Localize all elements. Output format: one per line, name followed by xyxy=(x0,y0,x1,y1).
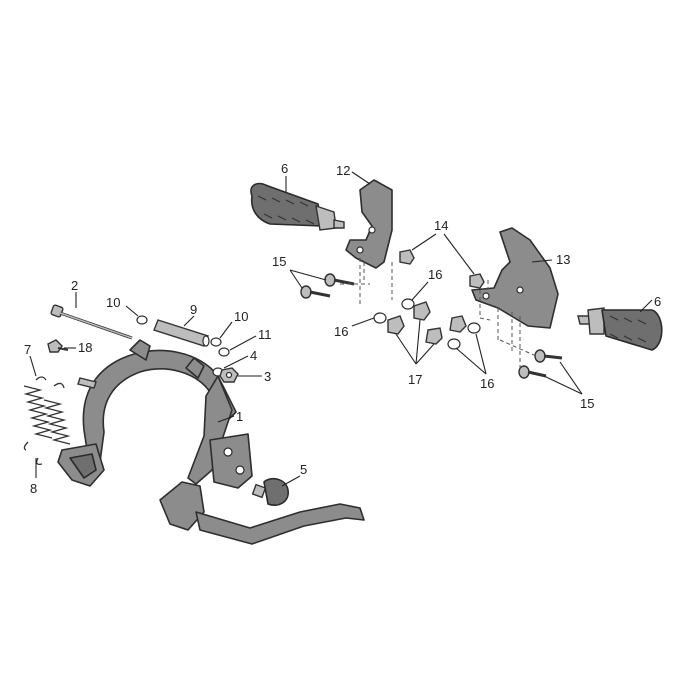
callout-14: 14 xyxy=(434,218,448,233)
pivot-bolt xyxy=(50,304,133,340)
callout-11: 11 xyxy=(258,327,272,342)
bushing-14-right xyxy=(469,273,485,289)
bracket-right xyxy=(471,227,559,329)
callout-3: 3 xyxy=(264,369,271,384)
callout-16-right: 16 xyxy=(480,376,494,391)
footpeg-left xyxy=(250,182,345,231)
bushing-17-a xyxy=(413,301,431,321)
callout-16-top: 16 xyxy=(428,267,442,282)
bushing-17-b xyxy=(387,315,405,335)
washer-left xyxy=(136,315,148,325)
callout-8: 8 xyxy=(30,481,37,496)
callouts: 1 2 3 4 5 6 6 7 8 9 10 10 11 12 13 14 15… xyxy=(24,161,661,496)
callout-6-left: 6 xyxy=(281,161,288,176)
callout-7: 7 xyxy=(24,342,31,357)
callout-17: 17 xyxy=(408,372,422,387)
callout-10-left: 10 xyxy=(106,295,120,310)
callout-10-right: 10 xyxy=(234,309,248,324)
screw-15-lower-right xyxy=(518,365,547,379)
callout-12: 12 xyxy=(336,163,350,178)
callout-13: 13 xyxy=(556,252,570,267)
callout-2: 2 xyxy=(71,278,78,293)
screw-15-upper-right xyxy=(534,349,563,363)
callout-5: 5 xyxy=(300,462,307,477)
spring-7 xyxy=(23,376,53,451)
rubber-stop xyxy=(251,477,289,506)
callout-15-left: 15 xyxy=(272,254,286,269)
spring-8 xyxy=(36,382,71,466)
washer-right xyxy=(210,337,222,347)
washer-16-b xyxy=(373,312,387,324)
washer-16-c xyxy=(467,322,481,334)
bushing-17-d xyxy=(449,315,467,333)
alignment-lines xyxy=(340,258,537,372)
nut xyxy=(219,367,239,383)
callout-6-right: 6 xyxy=(654,294,661,309)
screw-18 xyxy=(47,339,69,353)
bushing-14-left xyxy=(399,249,415,265)
callout-16-left: 16 xyxy=(334,324,348,339)
sleeve xyxy=(153,319,210,347)
washer-11 xyxy=(218,347,230,357)
footpeg-right xyxy=(577,307,663,351)
callout-18: 18 xyxy=(78,340,92,355)
bracket-left xyxy=(345,179,393,269)
callout-15-right: 15 xyxy=(580,396,594,411)
washer-16-a xyxy=(401,298,415,310)
washer-16-d xyxy=(447,338,461,350)
leader-lines xyxy=(29,171,653,487)
callout-1: 1 xyxy=(236,409,243,424)
bushing-17-c xyxy=(425,327,443,345)
center-stand xyxy=(57,339,365,545)
callout-9: 9 xyxy=(190,302,197,317)
screw-15-lower-left xyxy=(300,285,331,299)
callout-4: 4 xyxy=(250,348,257,363)
